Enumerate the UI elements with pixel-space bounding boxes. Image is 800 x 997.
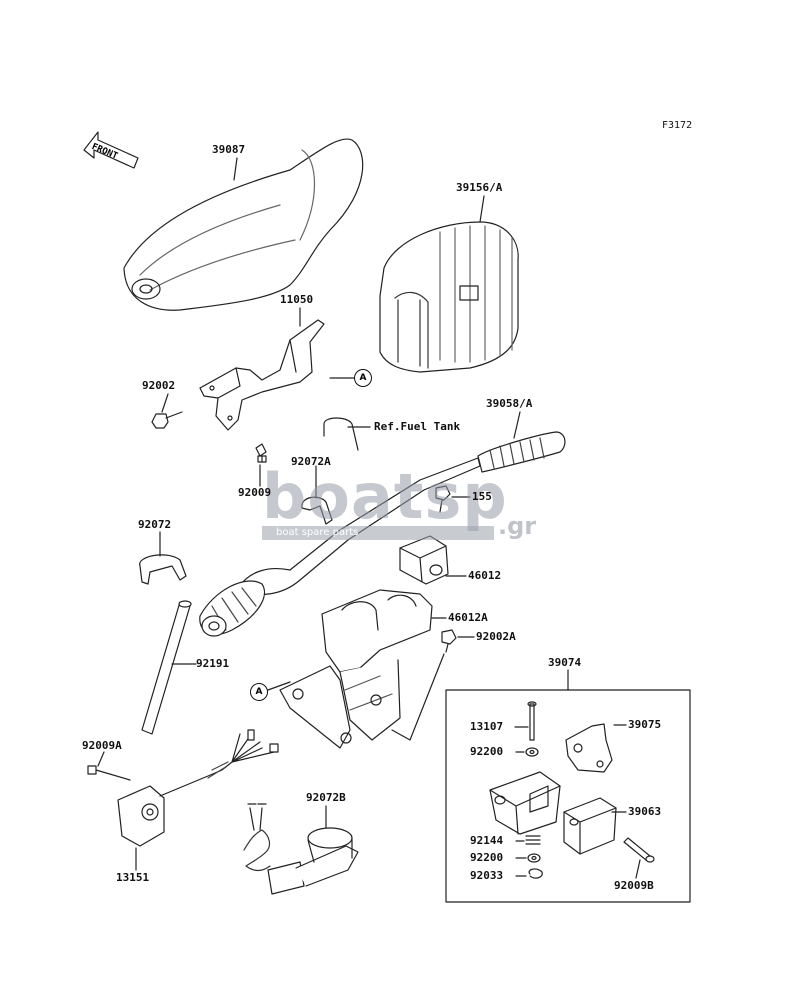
part-92033-circlip: [528, 868, 543, 879]
watermark-tld: .gr: [498, 512, 537, 540]
label-46012A: 46012A: [448, 611, 488, 624]
label-92144: 92144: [470, 834, 504, 847]
part-92191-tube: [141, 601, 191, 735]
label-39075: 39075: [628, 718, 662, 731]
label-92002: 92002: [142, 379, 176, 392]
label-92002A: 92002A: [476, 630, 516, 643]
label-39074: 39074: [548, 656, 582, 669]
reference-note: Ref.Fuel Tank: [374, 420, 461, 433]
part-13151-switch: [117, 729, 279, 847]
part-92002-bolt: [151, 411, 183, 429]
part-92009B-screw: [623, 837, 655, 863]
label-92072B: 92072B: [306, 791, 346, 804]
leader-92002: [161, 393, 169, 413]
label-13107: 13107: [470, 720, 504, 733]
leader-39156A: [479, 195, 485, 223]
label-39087: 39087: [212, 143, 246, 156]
part-92200-washer-lower-inner: [531, 855, 537, 861]
label-13151: 13151: [116, 871, 150, 884]
part-39087-pad: [123, 138, 364, 311]
front-arrow-icon: [83, 131, 139, 169]
leader-92009B: [635, 859, 641, 879]
figure-code: F3172: [662, 120, 693, 131]
leader-39058A: [513, 411, 521, 439]
part-39156A-boot: [379, 221, 519, 373]
part-92200-washer-upper-inner: [529, 749, 535, 755]
watermark-tagline: boat spare parts: [262, 526, 494, 540]
label-92200-upper: 92200: [470, 745, 504, 758]
part-92009-bolt: [255, 443, 267, 463]
callout-a-upper: A: [354, 369, 372, 387]
label-92009A: 92009A: [82, 739, 122, 752]
part-fuel-hose-clip: [323, 417, 359, 451]
label-92072A: 92072A: [291, 455, 331, 468]
part-13107-pin: [527, 701, 537, 741]
label-39063: 39063: [628, 805, 662, 818]
part-92072B-clamp: [243, 803, 359, 895]
label-92191: 92191: [196, 657, 230, 670]
part-39063-cover: [563, 797, 617, 855]
part-39074-housing: [489, 771, 561, 835]
part-92191-tube-end: [178, 600, 192, 608]
part-92002A-bolt: [441, 629, 457, 653]
label-155: 155: [472, 490, 492, 503]
leader-92002A-target: [391, 653, 445, 741]
label-92033: 92033: [470, 869, 504, 882]
part-46012A-post: [279, 589, 433, 749]
part-11050-bracket: [199, 319, 325, 431]
part-92200-washer-lower: [527, 853, 541, 863]
part-39075-lever: [565, 723, 613, 773]
label-92009B: 92009B: [614, 879, 654, 892]
part-92200-washer-upper: [525, 747, 539, 757]
leader-39087: [233, 157, 238, 181]
part-92009A-bolt: [87, 765, 131, 781]
label-92009: 92009: [238, 486, 272, 499]
label-92200-lower: 92200: [470, 851, 504, 864]
part-155-bolt: [435, 485, 451, 513]
part-92072-clamp: [139, 554, 187, 585]
label-39058A: 39058/A: [486, 397, 533, 410]
label-92072: 92072: [138, 518, 172, 531]
watermark-brand: boatsp: [262, 460, 508, 533]
callout-a-lower: A: [250, 683, 268, 701]
part-46012-holder: [399, 535, 449, 585]
label-46012: 46012: [468, 569, 502, 582]
part-92144-spring: [525, 835, 541, 845]
leader-92009A: [97, 751, 105, 767]
part-92072A-clamp: [301, 496, 333, 525]
label-39156A: 39156/A: [456, 181, 503, 194]
leader-A-lower: [267, 681, 291, 691]
label-11050: 11050: [280, 293, 314, 306]
